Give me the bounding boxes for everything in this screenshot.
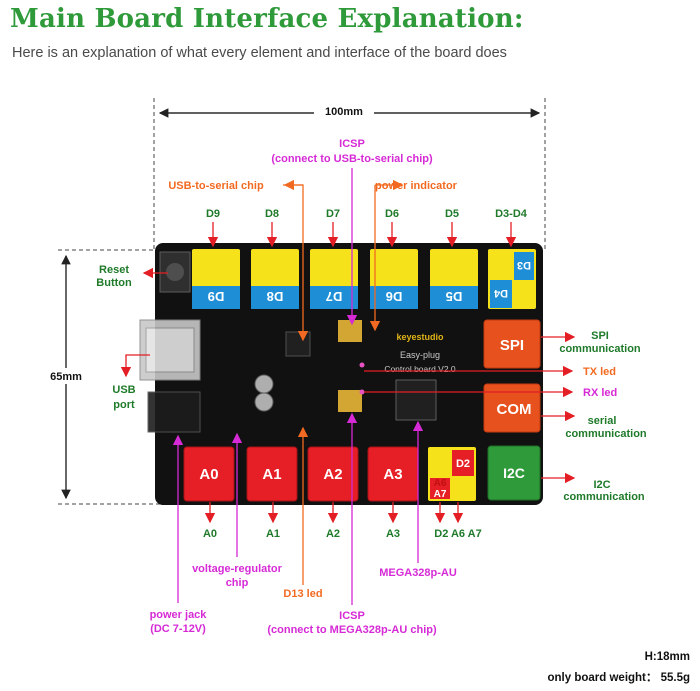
svg-text:D2 A6 A7: D2 A6 A7 [434,528,481,540]
svg-text:Reset: Reset [99,264,129,276]
svg-text:power jack: power jack [150,609,208,621]
module-d8: D8 [251,249,299,309]
board-details: keyestudio Easy-plug Control board V2.0 [139,251,456,433]
module-d5-label: D5 [446,289,463,304]
svg-text:TX led: TX led [583,366,616,378]
module-a2-label: A2 [323,466,342,483]
module-d4-label: D4 [493,287,508,299]
module-d9-label: D9 [208,289,225,304]
svg-text:A1: A1 [266,528,280,540]
svg-text:A0: A0 [203,528,217,540]
svg-text:D7: D7 [326,208,340,220]
callout-usb-serial-chip: USB-to-serial chip [168,179,309,342]
svg-text:Button: Button [96,277,132,289]
svg-text:communication: communication [565,428,647,440]
svg-text:D3-D4: D3-D4 [495,208,528,220]
svg-text:SPI: SPI [591,330,609,342]
svg-text:D8: D8 [265,208,279,220]
module-d7-label: D7 [326,289,343,304]
svg-text:(connect to USB-to-serial chip: (connect to USB-to-serial chip) [271,153,433,165]
thickness-label: H:18mm [645,651,690,663]
svg-text:communication: communication [563,491,645,503]
module-d6: D6 [370,249,418,309]
module-d3-d4: D3 D4 [488,249,536,309]
svg-text:D5: D5 [445,208,459,220]
board-logo-text: keyestudio [396,332,444,342]
analog-modules: A0 A1 A2 A3 [183,446,419,502]
module-d7: D7 [310,249,358,309]
callout-reset-button: Reset Button [96,264,168,289]
callout-icsp-bottom: ICSP (connect to MEGA328p-AU chip) [267,412,437,636]
svg-text:D9: D9 [206,208,220,220]
svg-text:port: port [113,399,135,411]
svg-text:power indicator: power indicator [375,180,458,192]
board-silk-line1: Easy-plug [400,350,440,360]
digital-callouts: D9 D8 D7 D6 D5 D3-D4 [206,208,528,248]
module-a1-label: A1 [262,466,281,483]
i2c-module: I2C [487,445,541,501]
callout-mega328: MEGA328p-AU [379,420,457,579]
svg-text:ICSP: ICSP [339,610,365,622]
callout-power-indicator: power indicator [369,179,458,332]
callout-i2c: I2C communication [541,472,645,503]
svg-text:communication: communication [559,343,641,355]
callout-icsp-top: ICSP (connect to USB-to-serial chip) [271,138,433,326]
module-a0-label: A0 [199,466,218,483]
page-subtitle: Here is an explanation of what every ele… [12,45,507,61]
com-module: COM [483,383,541,433]
callout-spi: SPI communication [541,330,641,355]
module-d5: D5 [430,249,478,309]
callout-tx-led: TX led [364,365,616,378]
height-dimension: 65mm [44,249,170,505]
svg-text:serial: serial [588,415,617,427]
svg-text:MEGA328p-AU: MEGA328p-AU [379,567,457,579]
callout-rx-led: RX led [364,386,617,399]
i2c-module-label: I2C [503,465,525,481]
analog-callouts: A0 A1 A2 A3 D2 A6 A7 [203,502,482,540]
callout-d13-led: D13 led [283,426,323,600]
height-label: 65mm [50,371,82,383]
svg-text:I2C: I2C [593,479,610,491]
svg-text:ICSP: ICSP [339,138,365,150]
module-d9: D9 [192,249,240,309]
com-module-label: COM [497,401,532,418]
module-d8-label: D8 [267,289,284,304]
page-title: Main Board Interface Explanation: [10,4,524,34]
module-d6-label: D6 [386,289,403,304]
width-dimension: 100mm [153,98,546,250]
module-a3-label: A3 [383,466,402,483]
svg-text:USB: USB [112,384,135,396]
svg-text:(DC 7-12V): (DC 7-12V) [150,623,206,635]
svg-text:D6: D6 [385,208,399,220]
callout-voltage-regulator: voltage-regulator chip [192,432,283,589]
digital-modules: D9 D8 D7 D6 D5 D3 D4 [192,249,536,309]
svg-text:chip: chip [226,577,249,589]
spi-module-label: SPI [500,337,524,354]
callout-usb-port: USB port [112,354,150,411]
svg-text:voltage-regulator: voltage-regulator [192,563,283,575]
module-a6-label: A6 [434,478,447,489]
module-d3-label: D3 [517,259,531,271]
svg-text:USB-to-serial chip: USB-to-serial chip [168,180,264,192]
module-d2-a6-a7: D2 A6 A7 [428,447,476,501]
svg-text:A3: A3 [386,528,400,540]
weight-label: only board weight： 55.5g [548,672,691,684]
width-label: 100mm [325,106,363,118]
svg-text:A2: A2 [326,528,340,540]
module-d2-label: D2 [456,458,470,470]
board-silk-line2: Control board V2.0 [384,364,456,374]
module-a7-label: A7 [434,489,447,500]
svg-text:(connect to MEGA328p-AU chip): (connect to MEGA328p-AU chip) [267,624,437,636]
svg-text:RX led: RX led [583,387,617,399]
svg-text:D13 led: D13 led [283,588,322,600]
callout-power-jack: power jack (DC 7-12V) [150,434,208,635]
spi-module: SPI [483,319,541,369]
callout-serial: serial communication [541,410,647,440]
